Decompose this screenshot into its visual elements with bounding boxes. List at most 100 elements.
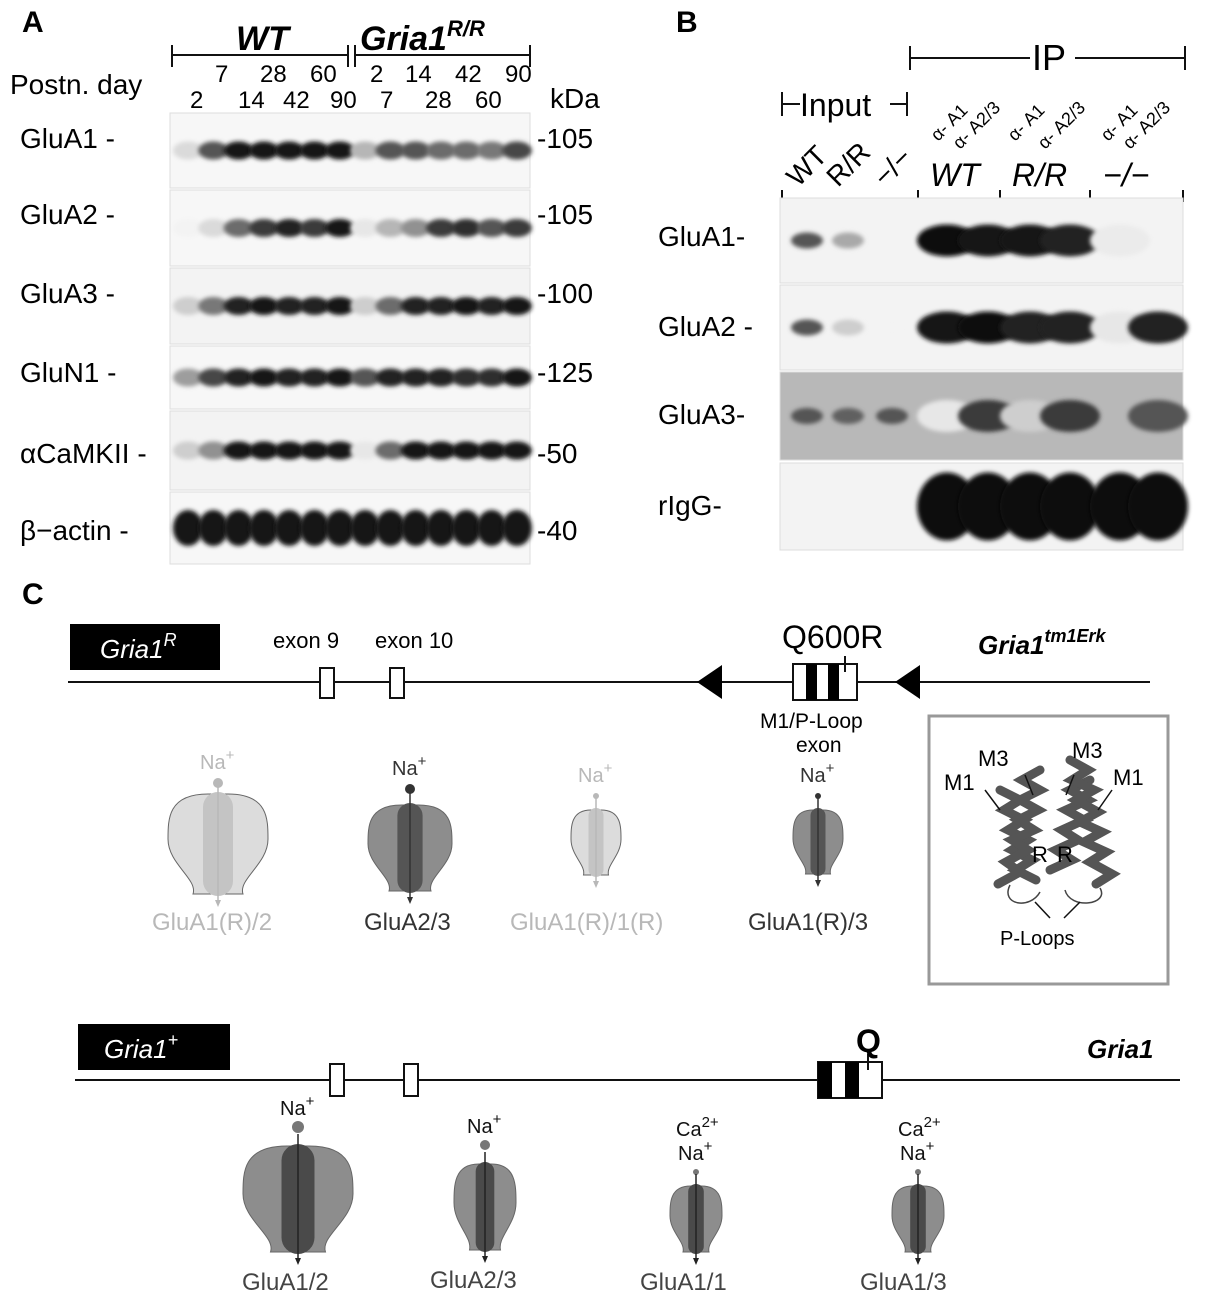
protein-label: GluN1 - [20, 357, 116, 388]
ip-blot-band [1128, 400, 1188, 432]
ion-dot [593, 793, 599, 799]
day-label-bottom: 28 [425, 87, 452, 114]
gria1plus-label-box [78, 1024, 230, 1070]
mw-label: -105 [537, 199, 593, 230]
receptor-name: GluA1/1 [640, 1269, 727, 1296]
wildtype-receptor: Na+GluA1/2 [242, 1093, 354, 1296]
blot-band [451, 219, 482, 237]
blot-band [173, 141, 203, 160]
blot-band [324, 219, 355, 237]
loxp-left-icon [697, 665, 722, 699]
blot-band [375, 510, 406, 546]
blot-band [223, 219, 254, 237]
ion-dot [292, 1121, 304, 1133]
day-label-bottom: 7 [380, 87, 393, 114]
blot-band [426, 219, 456, 237]
blot-band [400, 368, 431, 387]
day-label-bottom: 42 [283, 87, 310, 114]
receptor-channel-icon [242, 1134, 354, 1265]
day-label-top: 60 [310, 61, 337, 88]
ion-label: Na+ [900, 1138, 935, 1165]
blot-band [274, 297, 305, 315]
ip-blot-band [1128, 472, 1188, 541]
wt-m1-ploop-exon [817, 1054, 883, 1099]
blot-row-2 [169, 267, 532, 345]
input-bracket [781, 92, 908, 116]
blot-band [223, 510, 254, 546]
mw-label: -125 [537, 357, 593, 388]
ion-label: Na+ [800, 760, 835, 787]
ip-blot-band [876, 319, 908, 336]
receptor-channel-icon [792, 798, 844, 887]
blot-band [400, 297, 431, 315]
blot-band [299, 141, 330, 160]
ip-blot-band [917, 472, 977, 541]
mw-label: -100 [537, 278, 593, 309]
protein-label: GluA1 - [20, 123, 115, 154]
blot-band [248, 219, 279, 237]
blot-band [400, 141, 431, 160]
blot-band [274, 368, 305, 387]
day-label-top: 7 [215, 61, 228, 88]
blot-band [198, 510, 229, 546]
receptor-name: GluA1(R)/1(R) [510, 909, 663, 936]
blot-band [274, 510, 305, 546]
blot-band [350, 441, 381, 460]
blot-band [324, 141, 355, 160]
blot-band [248, 441, 279, 460]
blot-band [198, 297, 229, 315]
blot-row-0 [169, 112, 532, 189]
blot-band [223, 441, 254, 460]
mw-label: -40 [537, 515, 577, 546]
wt-group-label: WT [236, 20, 292, 58]
wt-q-label: Q [856, 1023, 881, 1059]
ip-blot-band [917, 311, 977, 344]
ip-blot-band [832, 232, 864, 249]
blot-band [350, 141, 381, 160]
blot-band [173, 219, 203, 237]
panel-b-label: B [676, 6, 698, 39]
day-label-top: 42 [455, 61, 482, 88]
panel-a-label: A [22, 6, 44, 39]
blot-band [400, 441, 431, 460]
wildtype-receptor: Ca2+Na+GluA1/1 [640, 1114, 727, 1296]
blot-band [476, 441, 507, 460]
ip-blot-band [1128, 311, 1188, 344]
ion-dot [480, 1140, 490, 1150]
wildtype-receptor: Ca2+Na+GluA1/3 [860, 1114, 947, 1296]
input-lane-labels: WTR/R−/− [780, 136, 918, 192]
svg-text:M1: M1 [1113, 765, 1144, 790]
blot-band [476, 297, 507, 315]
protein-label: αCaMKII - [20, 438, 147, 469]
ip-blot-band [791, 408, 823, 424]
panel-c-label: C [22, 578, 44, 611]
blot-band [451, 141, 482, 160]
ion-dot [915, 1169, 921, 1175]
mutant-receptor: Na+ GluA1(R)/3 [748, 760, 868, 936]
svg-text:M1: M1 [944, 770, 975, 795]
protein-label: GluA3 - [20, 278, 115, 309]
ip-protein-label: GluA2 - [658, 311, 753, 342]
loxp-right-icon [895, 665, 920, 699]
protein-label: GluA2 - [20, 199, 115, 230]
ion-label: Na+ [200, 747, 235, 774]
ip-blot-band [917, 400, 977, 432]
blot-row-3 [169, 345, 532, 410]
receptor-name: GluA1(R)/2 [152, 909, 272, 936]
exon-caption-2: exon [796, 734, 842, 757]
ip-blot-band [958, 472, 1018, 541]
receptor-name: GluA1(R)/3 [748, 909, 868, 936]
blot-band [274, 441, 305, 460]
blot-band [451, 510, 482, 546]
blot-band [375, 368, 406, 387]
genotype-label: WT [930, 157, 982, 193]
genotype-label: R/R [1012, 157, 1067, 193]
ip-blot-band [1040, 400, 1100, 432]
blot-band [375, 441, 406, 460]
blot-row-5 [169, 491, 532, 565]
m1-ploop-exon [792, 656, 858, 701]
blot-band [375, 219, 406, 237]
day-label-bottom: 14 [238, 87, 265, 114]
